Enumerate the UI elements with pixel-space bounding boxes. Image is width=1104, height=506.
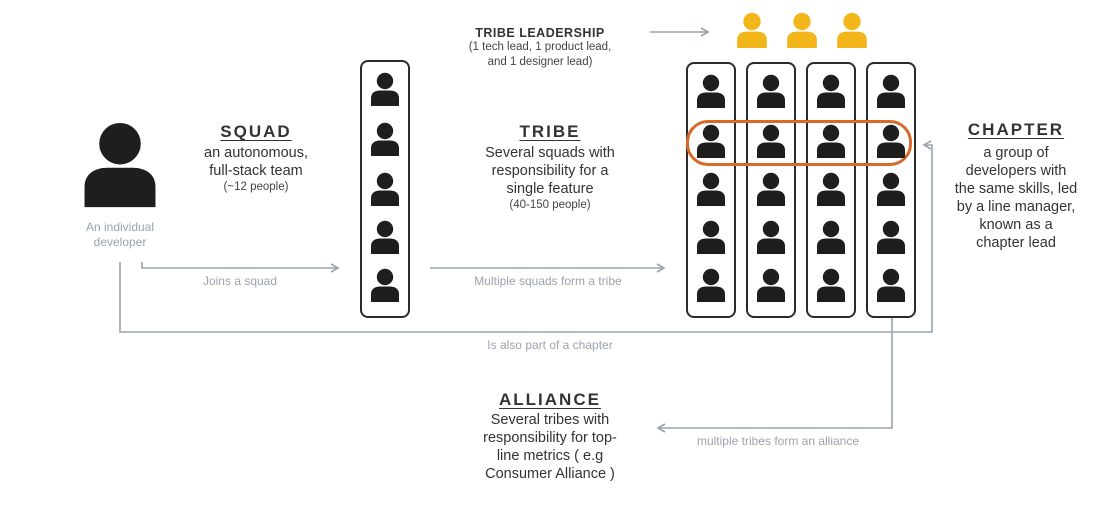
person-icon xyxy=(876,172,906,206)
tribe-line1: Several squads with xyxy=(485,145,615,161)
tribe-title: TRIBE xyxy=(519,122,581,141)
joins-squad-arrow xyxy=(141,262,340,273)
person-icon xyxy=(696,74,726,108)
joins-squad-label: Joins a squad xyxy=(202,274,278,288)
person-icon xyxy=(876,124,906,158)
person-icon xyxy=(370,122,400,156)
individual-line1: An individual xyxy=(85,220,155,234)
person-icon xyxy=(816,268,846,302)
individual-developer-label: An individual developer xyxy=(60,220,180,250)
person-icon xyxy=(816,220,846,254)
person-icon xyxy=(696,172,726,206)
alliance-line3: line metrics ( e.g xyxy=(496,448,604,464)
tribe-block: TRIBE Several squads with responsibility… xyxy=(462,122,638,213)
chapter-arrow xyxy=(119,140,933,333)
person-icon xyxy=(370,268,400,302)
alliance-block: ALLIANCE Several tribes with responsibil… xyxy=(458,390,642,483)
tribe-line3: single feature xyxy=(506,181,594,197)
person-icon xyxy=(756,74,786,108)
leadership-icon-1 xyxy=(737,12,767,48)
multiple-squads-label: Multiple squads form a tribe xyxy=(474,274,622,288)
leadership-icon-3 xyxy=(837,12,867,48)
chapter-title: CHAPTER xyxy=(967,120,1065,139)
squad-title: SQUAD xyxy=(220,122,292,141)
squad-line2: full-stack team xyxy=(209,163,303,179)
person-icon xyxy=(756,124,786,158)
tribe-line2: responsibility for a xyxy=(491,163,609,179)
person-icon xyxy=(876,268,906,302)
person-icon xyxy=(756,220,786,254)
chapter-line2: developers with xyxy=(965,163,1067,179)
chapter-line5: known as a xyxy=(979,217,1053,233)
tribe-leadership-block: TRIBE LEADERSHIP (1 tech lead, 1 product… xyxy=(440,26,640,70)
person-icon xyxy=(816,172,846,206)
tribe-leadership-line2: and 1 designer lead) xyxy=(487,56,593,68)
person-icon xyxy=(756,268,786,302)
person-icon xyxy=(816,74,846,108)
individual-line2: developer xyxy=(93,235,147,249)
alliance-line4: Consumer Alliance ) xyxy=(485,466,615,482)
person-icon xyxy=(696,268,726,302)
leadership-icon-2 xyxy=(787,12,817,48)
tribe-leadership-line1: (1 tech lead, 1 product lead, xyxy=(468,41,612,53)
alliance-line1: Several tribes with xyxy=(490,412,610,428)
person-icon xyxy=(876,74,906,108)
alliance-form-label: multiple tribes form an alliance xyxy=(696,434,860,448)
chapter-part-label: Is also part of a chapter xyxy=(487,338,613,352)
squad-line1: an autonomous, xyxy=(204,145,308,161)
person-icon xyxy=(876,220,906,254)
alliance-title: ALLIANCE xyxy=(499,390,601,409)
person-icon xyxy=(696,220,726,254)
alliance-line2: responsibility for top- xyxy=(483,430,617,446)
chapter-highlight xyxy=(686,120,912,166)
chapter-line4: by a line manager, xyxy=(956,199,1076,215)
person-icon xyxy=(370,172,400,206)
person-icon xyxy=(816,124,846,158)
squad-block: SQUAD an autonomous, full-stack team (~1… xyxy=(176,122,336,195)
person-icon xyxy=(370,72,400,106)
chapter-line3: the same skills, led xyxy=(954,181,1078,197)
person-icon xyxy=(696,124,726,158)
person-icon xyxy=(756,172,786,206)
person-icon xyxy=(370,220,400,254)
individual-developer-icon xyxy=(84,122,156,208)
chapter-line6: chapter lead xyxy=(976,235,1056,251)
tribe-size: (40-150 people) xyxy=(509,199,591,211)
tribe-leadership-title: TRIBE LEADERSHIP xyxy=(475,26,605,40)
squad-size: (~12 people) xyxy=(223,181,289,193)
chapter-line1: a group of xyxy=(983,145,1049,161)
chapter-block: CHAPTER a group of developers with the s… xyxy=(940,120,1092,252)
alliance-arrow xyxy=(656,318,893,433)
